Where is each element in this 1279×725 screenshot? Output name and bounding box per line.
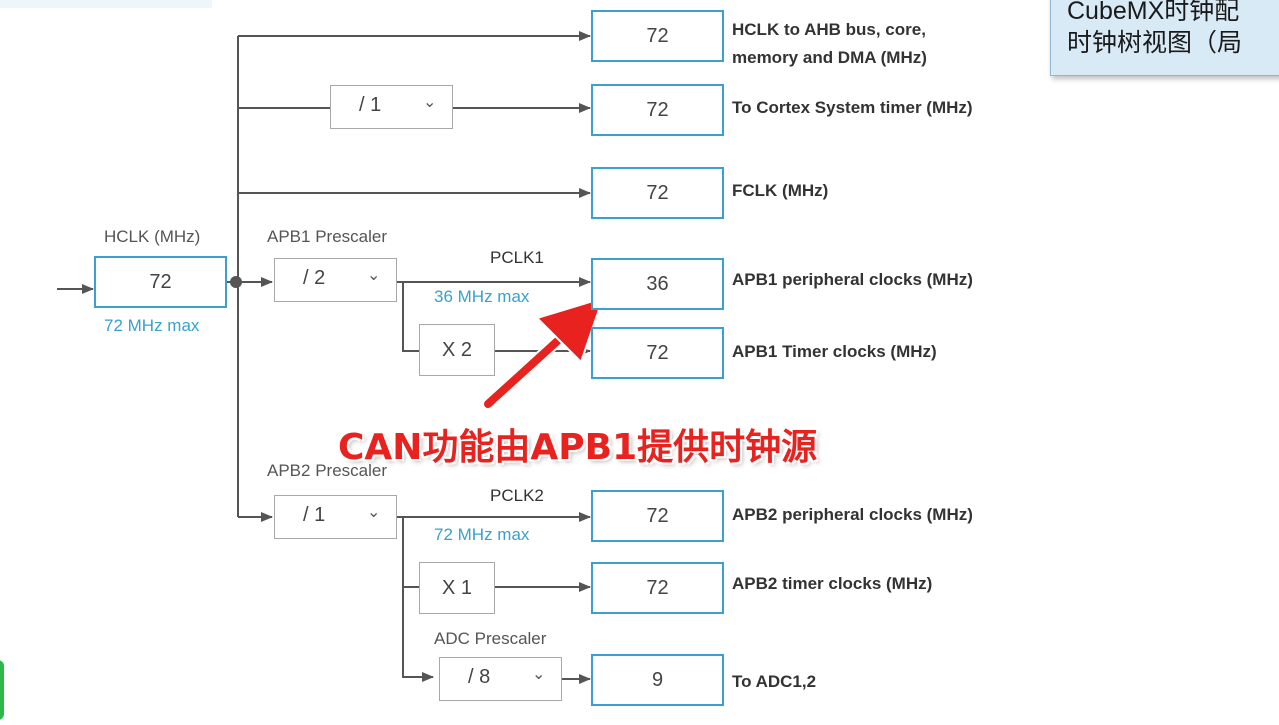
cortex-prescaler-value: / 1 (359, 94, 382, 116)
apb1-timer-value[interactable]: 72 (591, 327, 724, 379)
junction-dot (230, 276, 242, 288)
apb2-timer-value[interactable]: 72 (591, 562, 724, 614)
apb1-prescaler-value: / 2 (303, 267, 326, 289)
ahb-clock-label: HCLK to AHB bus, core, memory and DMA (M… (732, 20, 927, 67)
note-line-1: CubeMX时钟配 (1067, 0, 1240, 25)
pclk1-label: PCLK1 (490, 248, 544, 267)
apb1-prescaler-label: APB1 Prescaler (267, 227, 387, 246)
chevron-down-icon: ⌄ (532, 666, 546, 683)
fclk-label: FCLK (MHz) (732, 181, 829, 200)
ahb-clock-value[interactable]: 72 (591, 10, 724, 62)
apb2-peripheral-label: APB2 peripheral clocks (MHz) (732, 505, 973, 524)
chevron-down-icon: ⌄ (423, 94, 437, 111)
cortex-timer-label: To Cortex System timer (MHz) (732, 98, 973, 117)
chevron-down-icon: ⌄ (367, 267, 381, 284)
note-line-2: 时钟树视图（局 (1067, 29, 1243, 57)
apb2-prescaler-value: / 1 (303, 504, 326, 526)
apb1-timer-multiplier: X 2 (419, 324, 495, 376)
apb2-prescaler-select[interactable]: / 1 ⌄ (274, 495, 397, 539)
adc-prescaler-select[interactable]: / 8 ⌄ (439, 657, 562, 701)
pclk2-label: PCLK2 (490, 486, 544, 505)
hclk-value-field[interactable]: 72 (94, 256, 227, 308)
wire-apb1-timer-branch (402, 282, 419, 352)
apb1-max: 36 MHz max (434, 287, 530, 306)
apb2-max: 72 MHz max (434, 525, 530, 544)
apb2-prescaler-label: APB2 Prescaler (267, 461, 387, 480)
apb1-prescaler-select[interactable]: / 2 ⌄ (274, 258, 397, 302)
wire-apb2-branch (402, 517, 434, 682)
adc-label: To ADC1,2 (732, 672, 817, 691)
cortex-prescaler-select[interactable]: / 1 ⌄ (330, 85, 453, 129)
adc-value[interactable]: 9 (591, 654, 724, 706)
chevron-down-icon: ⌄ (367, 504, 381, 521)
hclk-label: HCLK (MHz) (104, 227, 201, 246)
callout-text: CAN功能由APB1提供时钟源 (338, 427, 818, 468)
apb1-timer-label: APB1 Timer clocks (MHz) (732, 342, 937, 361)
annotation-note: CubeMX时钟配 时钟树视图（局 (1050, 0, 1279, 76)
apb1-peripheral-label: APB1 peripheral clocks (MHz) (732, 270, 973, 289)
apb2-peripheral-value[interactable]: 72 (591, 490, 724, 542)
apb2-timer-label: APB2 timer clocks (MHz) (732, 574, 933, 593)
cortex-timer-value[interactable]: 72 (591, 84, 724, 136)
fclk-value[interactable]: 72 (591, 167, 724, 219)
green-edge-marker (0, 660, 4, 720)
top-strip (0, 0, 212, 8)
apb1-peripheral-value[interactable]: 36 (591, 258, 724, 310)
callout-arrow-icon (482, 296, 605, 410)
apb2-timer-multiplier: X 1 (419, 562, 495, 614)
hclk-max: 72 MHz max (104, 316, 200, 335)
adc-prescaler-label: ADC Prescaler (434, 629, 547, 648)
adc-prescaler-value: / 8 (468, 666, 491, 688)
